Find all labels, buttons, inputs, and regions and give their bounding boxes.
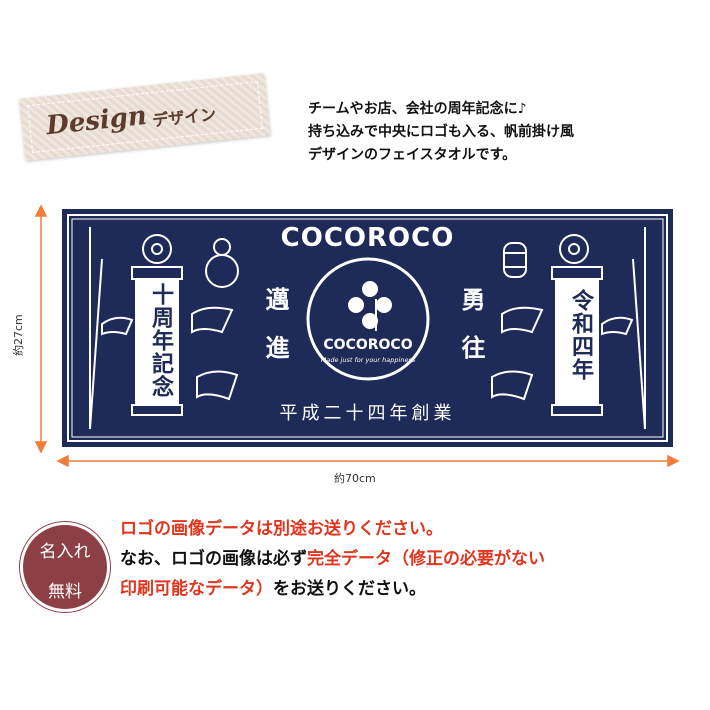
intro-line: 持ち込みで中央にロゴも入る、帆前掛け風 <box>308 124 574 140</box>
free-name-badge: 名入れ 無料 <box>20 522 110 612</box>
note-line: ロゴの画像データは別途お送りください。 <box>120 519 443 539</box>
kanji-right-bottom: 往 <box>457 335 485 361</box>
note-line: なお、ロゴの画像は必ず完全データ（修正の必要がない <box>120 544 710 574</box>
founding-text: 平成二十四年創業 <box>279 403 456 424</box>
intro-line: デザインのフェイスタオルです。 <box>308 147 517 163</box>
height-label: 約27cm <box>12 314 25 356</box>
badge-line: 無料 <box>48 582 82 602</box>
kanji-left-bottom: 進 <box>261 335 289 361</box>
intro-line: チームやお店、会社の周年記念に♪ <box>308 101 527 117</box>
logo-tagline: Made just for your happiness <box>320 356 416 364</box>
badge-line: 名入れ <box>39 542 91 562</box>
note-line: 印刷可能なデータ）をお送りください。 <box>120 574 710 604</box>
note-text: なお、ロゴの画像は必ず <box>120 549 307 569</box>
kanji-right-top: 勇 <box>457 287 485 313</box>
note-emphasis: 完全データ（修正の必要がない <box>307 549 545 569</box>
left-scroll-text: 十周年記念 <box>148 283 173 398</box>
towel-line-art <box>67 214 668 442</box>
intro-description: チームやお店、会社の周年記念に♪ 持ち込みで中央にロゴも入る、帆前掛け風 デザイ… <box>308 98 698 167</box>
note-text: をお送りください。 <box>273 579 426 599</box>
towel-brand-title: COCOROCO <box>280 223 455 253</box>
logo-data-note: ロゴの画像データは別途お送りください。 なお、ロゴの画像は必ず完全データ（修正の… <box>120 514 710 604</box>
note-emphasis: 印刷可能なデータ） <box>120 579 273 599</box>
kanji-left-top: 邁 <box>261 287 289 313</box>
right-scroll-text: 令和四年 <box>568 289 593 381</box>
logo-name: COCOROCO <box>323 337 413 353</box>
width-label: 約70cm <box>334 472 376 485</box>
towel-design: COCOROCO 邁 進 勇 往 COCOROCO Made just for … <box>62 209 673 447</box>
